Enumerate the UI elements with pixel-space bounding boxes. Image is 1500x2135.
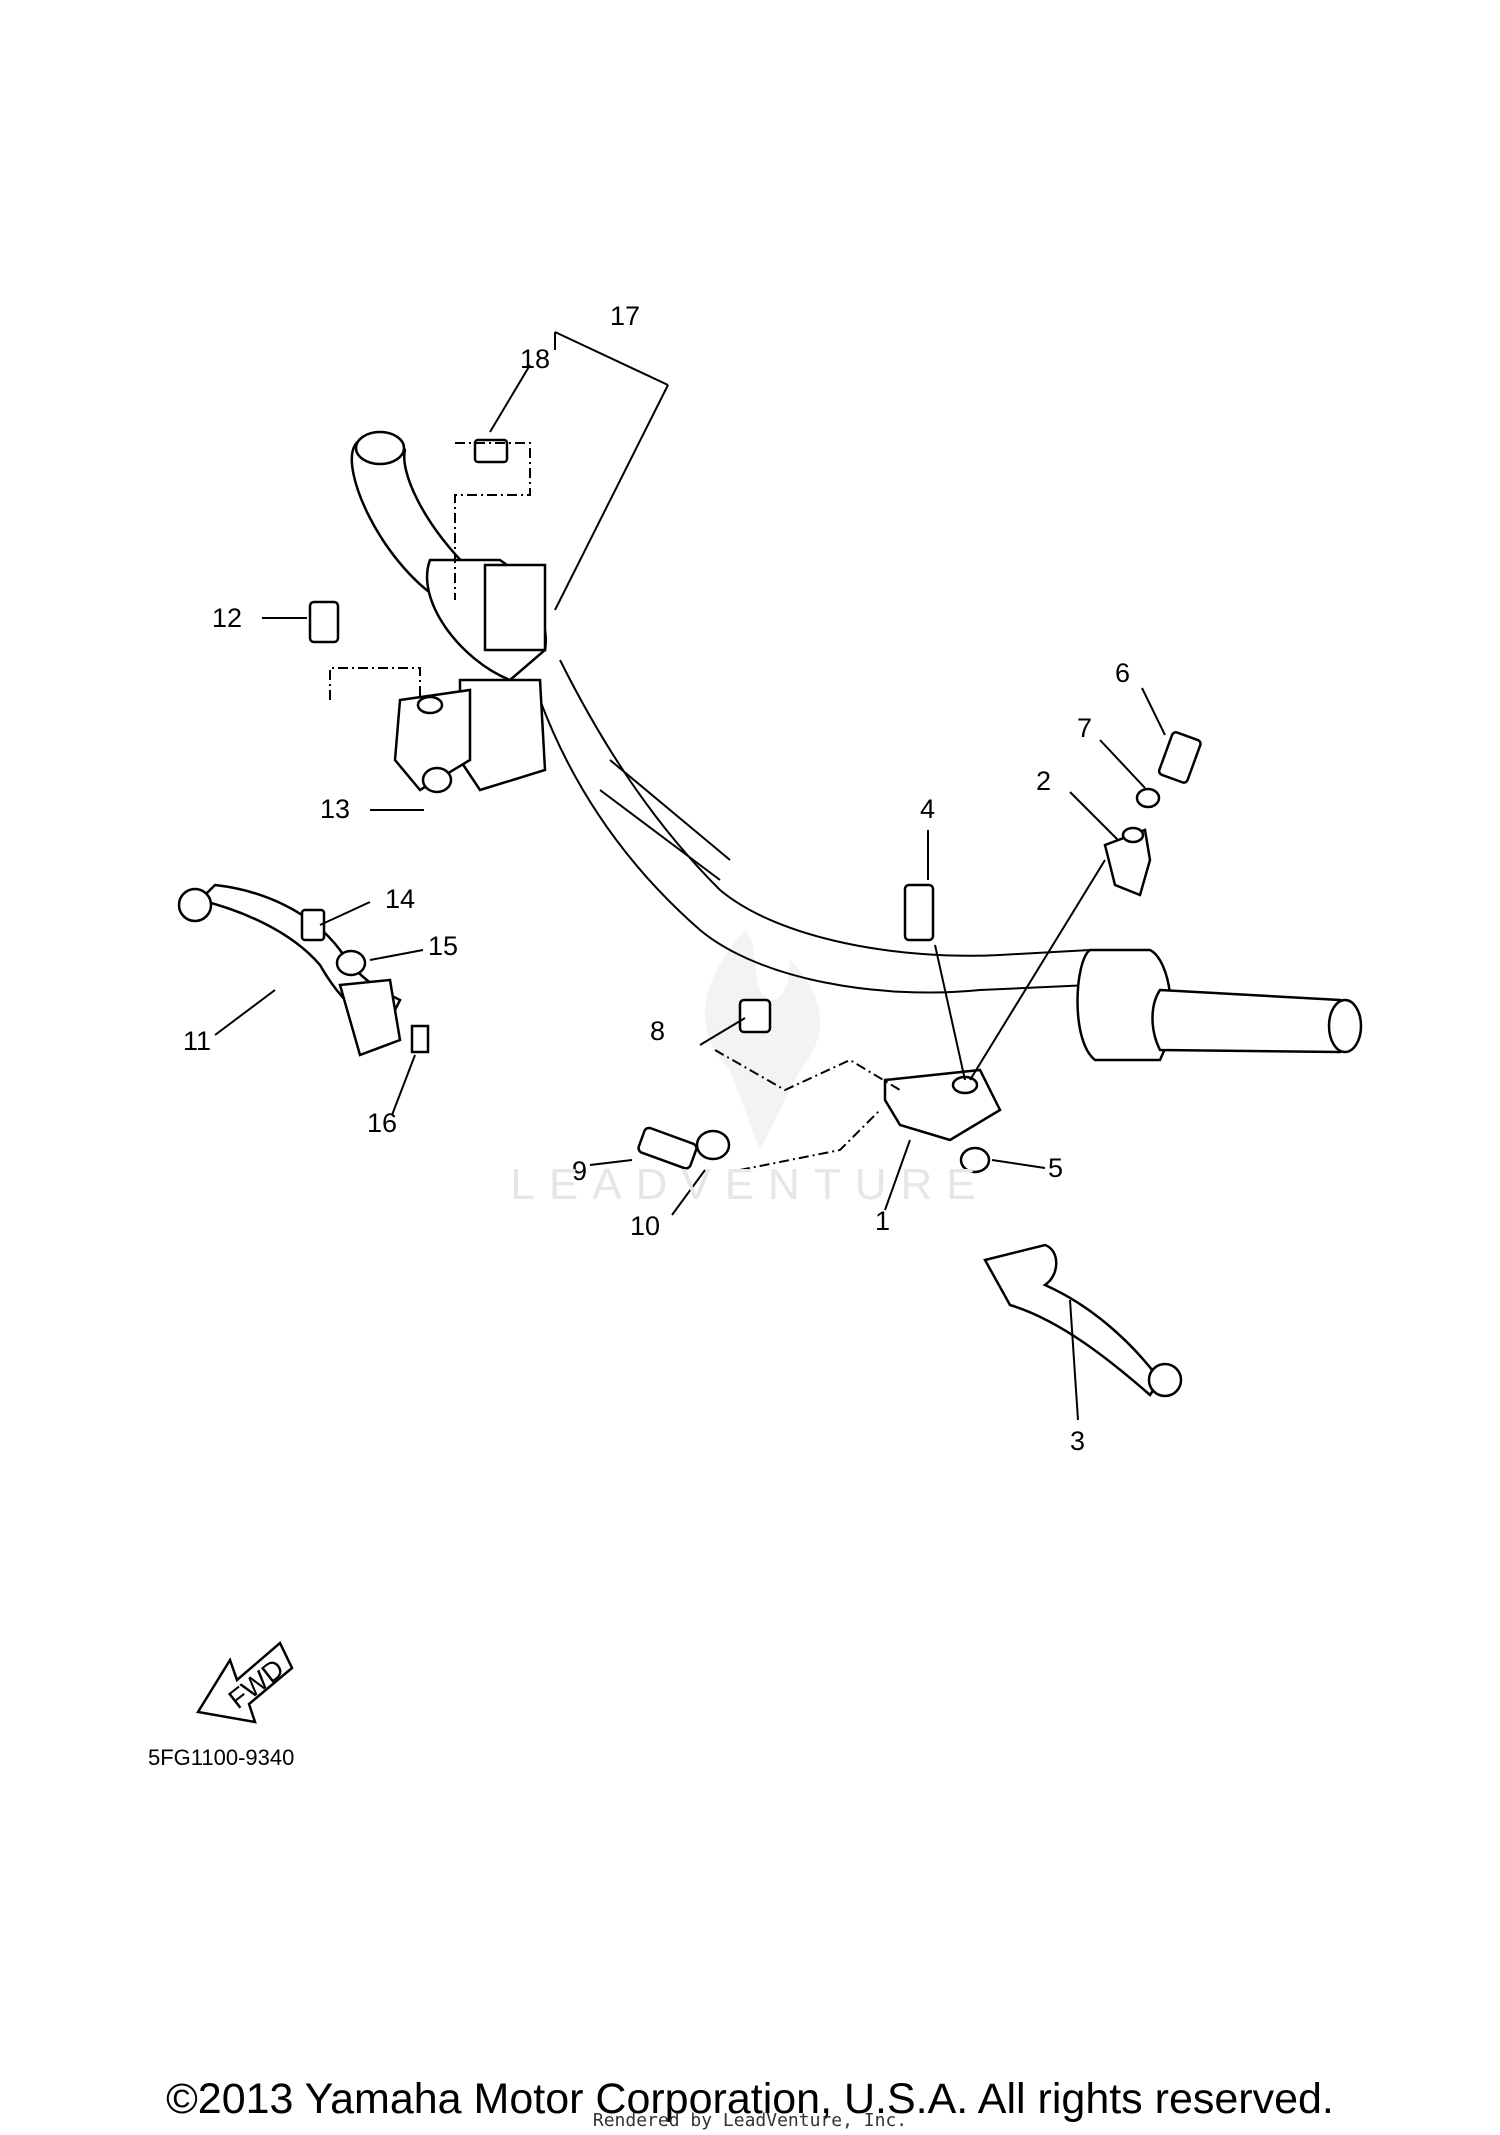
rendered-by-notice: Rendered by LeadVenture, Inc.	[592, 2110, 908, 2131]
callout-5: 5	[1048, 1153, 1063, 1183]
callout-18: 18	[520, 344, 550, 374]
callout-13: 13	[320, 794, 350, 824]
diagram-part-code: 5FG1100-9340	[148, 1745, 295, 1770]
callout-10: 10	[630, 1211, 660, 1241]
callout-14: 14	[385, 884, 415, 914]
callout-7: 7	[1077, 713, 1092, 743]
callout-4: 4	[920, 794, 935, 824]
right-lever	[983, 1243, 1183, 1398]
callout-labels: 1 2 3 4 5 6 7 8 9 10 11 12 13 14 15 16 1…	[183, 301, 1130, 1456]
callout-9: 9	[572, 1156, 587, 1186]
handlebar	[539, 659, 1091, 994]
callout-2: 2	[1036, 766, 1051, 796]
watermark-logo	[704, 930, 821, 1150]
callout-11: 11	[183, 1026, 211, 1056]
callout-6: 6	[1115, 658, 1130, 688]
left-lever	[177, 883, 402, 1057]
left-grip	[350, 430, 548, 682]
left-lever-holder	[393, 678, 547, 792]
callout-1: 1	[875, 1206, 890, 1236]
bracket-assembly	[883, 1068, 1002, 1142]
callout-16: 16	[367, 1108, 397, 1138]
callout-12: 12	[212, 603, 242, 633]
fwd-arrow: FWD	[195, 1640, 294, 1724]
watermark-text: LEADVENTURE	[510, 1160, 990, 1209]
callout-17: 17	[610, 301, 640, 331]
callout-15: 15	[428, 931, 458, 961]
leader-lines	[214, 331, 1166, 1421]
hardware	[300, 438, 1202, 1174]
clamp-part	[1103, 826, 1152, 897]
callout-8: 8	[650, 1016, 665, 1046]
right-grip	[1076, 948, 1363, 1062]
callout-3: 3	[1070, 1426, 1085, 1456]
copyright-notice: ©2013 Yamaha Motor Corporation, U.S.A. A…	[166, 2075, 1334, 2123]
